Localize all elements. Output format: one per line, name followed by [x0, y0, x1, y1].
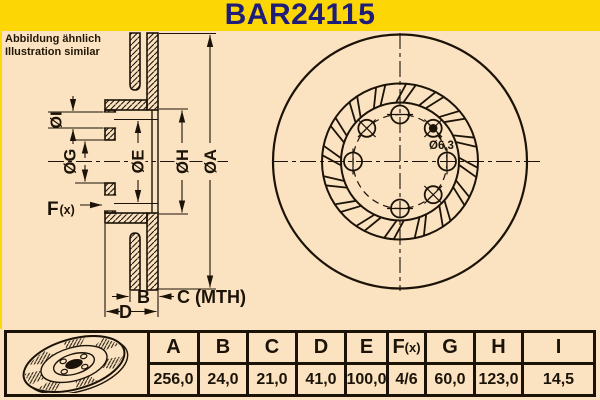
table-column-f: F(x) 4/6 — [389, 333, 424, 394]
vane-ring-outer-circle — [321, 82, 479, 241]
header-cell-e: E — [347, 333, 386, 362]
table-column-b: B 24,0 — [200, 333, 246, 394]
value-cell-a: 256,0 — [150, 365, 197, 394]
dim-label-f: F — [47, 199, 59, 220]
front-view: Ø6,3 — [271, 33, 541, 291]
left-accent-stripe — [0, 31, 2, 329]
table-column-a: A 256,0 — [150, 333, 197, 394]
header-cell-g: G — [427, 333, 473, 362]
pin-hole-diameter-label: Ø6,3 — [429, 140, 454, 152]
dim-label-d: D — [119, 302, 132, 322]
header-cell-a: A — [150, 333, 197, 362]
crossed-holes — [357, 118, 443, 205]
dim-label-c-mth: C (MTH) — [177, 287, 246, 307]
note-line-de: Abbildung ähnlich — [5, 33, 101, 45]
cross-section-view: ØI ØG ØE ØH ØA F (x) B C (MTH) D — [47, 32, 246, 322]
dim-label-diameter-a: ØA — [202, 149, 220, 174]
brake-disc-icon — [22, 334, 129, 393]
dim-label-b: B — [137, 287, 150, 307]
dimensions-table: A 256,0 B 24,0 C 21,0 D 41,0 E 100,0 F(x… — [4, 330, 596, 397]
part-number-title: BAR24115 — [224, 0, 376, 31]
value-cell-c: 21,0 — [249, 365, 295, 394]
value-cell-b: 24,0 — [200, 365, 246, 394]
friction-ring-outboard-top — [146, 32, 159, 111]
vane-ring-inner-circle — [340, 101, 460, 222]
dim-label-f-suffix: (x) — [60, 203, 75, 217]
dim-label-diameter-g: ØG — [62, 149, 80, 175]
friction-ring-outboard-bottom — [146, 212, 159, 291]
header-cell-b: B — [200, 333, 246, 362]
table-column-d: D 41,0 — [298, 333, 344, 394]
locating-pin-hole: Ø6,3 — [423, 118, 454, 152]
friction-ring-inboard-top — [129, 32, 141, 91]
header-cell-i: I — [524, 333, 593, 362]
bolt-holes — [343, 104, 457, 219]
value-cell-d: 41,0 — [298, 365, 344, 394]
technical-drawing: ØI ØG ØE ØH ØA F (x) B C (MTH) D — [47, 32, 541, 322]
friction-ring-inboard-bottom — [129, 232, 141, 291]
table-column-e: E 100,0 — [346, 333, 387, 394]
dim-label-diameter-i: ØI — [49, 112, 66, 129]
cooling-vane-slots — [322, 83, 478, 240]
table-column-h: H 123,0 — [476, 333, 521, 394]
dim-label-diameter-e: ØE — [130, 150, 148, 174]
outer-diameter-circle — [271, 33, 529, 290]
value-cell-g: 60,0 — [427, 365, 473, 394]
title-bar: BAR24115 — [0, 0, 600, 31]
value-cell-h: 123,0 — [476, 365, 521, 394]
header-cell-d: D — [298, 333, 344, 362]
header-cell-f: F(x) — [389, 333, 424, 362]
value-cell-i: 14,5 — [524, 365, 593, 394]
hat-wall-top — [104, 99, 148, 111]
header-f-main: F — [392, 336, 405, 358]
table-column-g: G 60,0 — [427, 333, 473, 394]
value-cell-e: 100,0 — [346, 365, 387, 394]
dim-label-diameter-h: ØH — [174, 149, 192, 174]
value-cell-f: 4/6 — [389, 365, 424, 394]
note-line-en: Illustration similar — [5, 45, 100, 58]
header-cell-h: H — [476, 333, 521, 362]
hat-wall-bottom — [104, 212, 148, 224]
illustration-note: Abbildung ähnlich Illustration similar — [5, 33, 101, 58]
table-column-i: I 14,5 — [524, 333, 593, 394]
table-column-c: C 21,0 — [249, 333, 295, 394]
header-cell-c: C — [249, 333, 295, 362]
disc-thumbnail-cell — [7, 333, 147, 394]
header-f-suffix: (x) — [404, 340, 421, 355]
